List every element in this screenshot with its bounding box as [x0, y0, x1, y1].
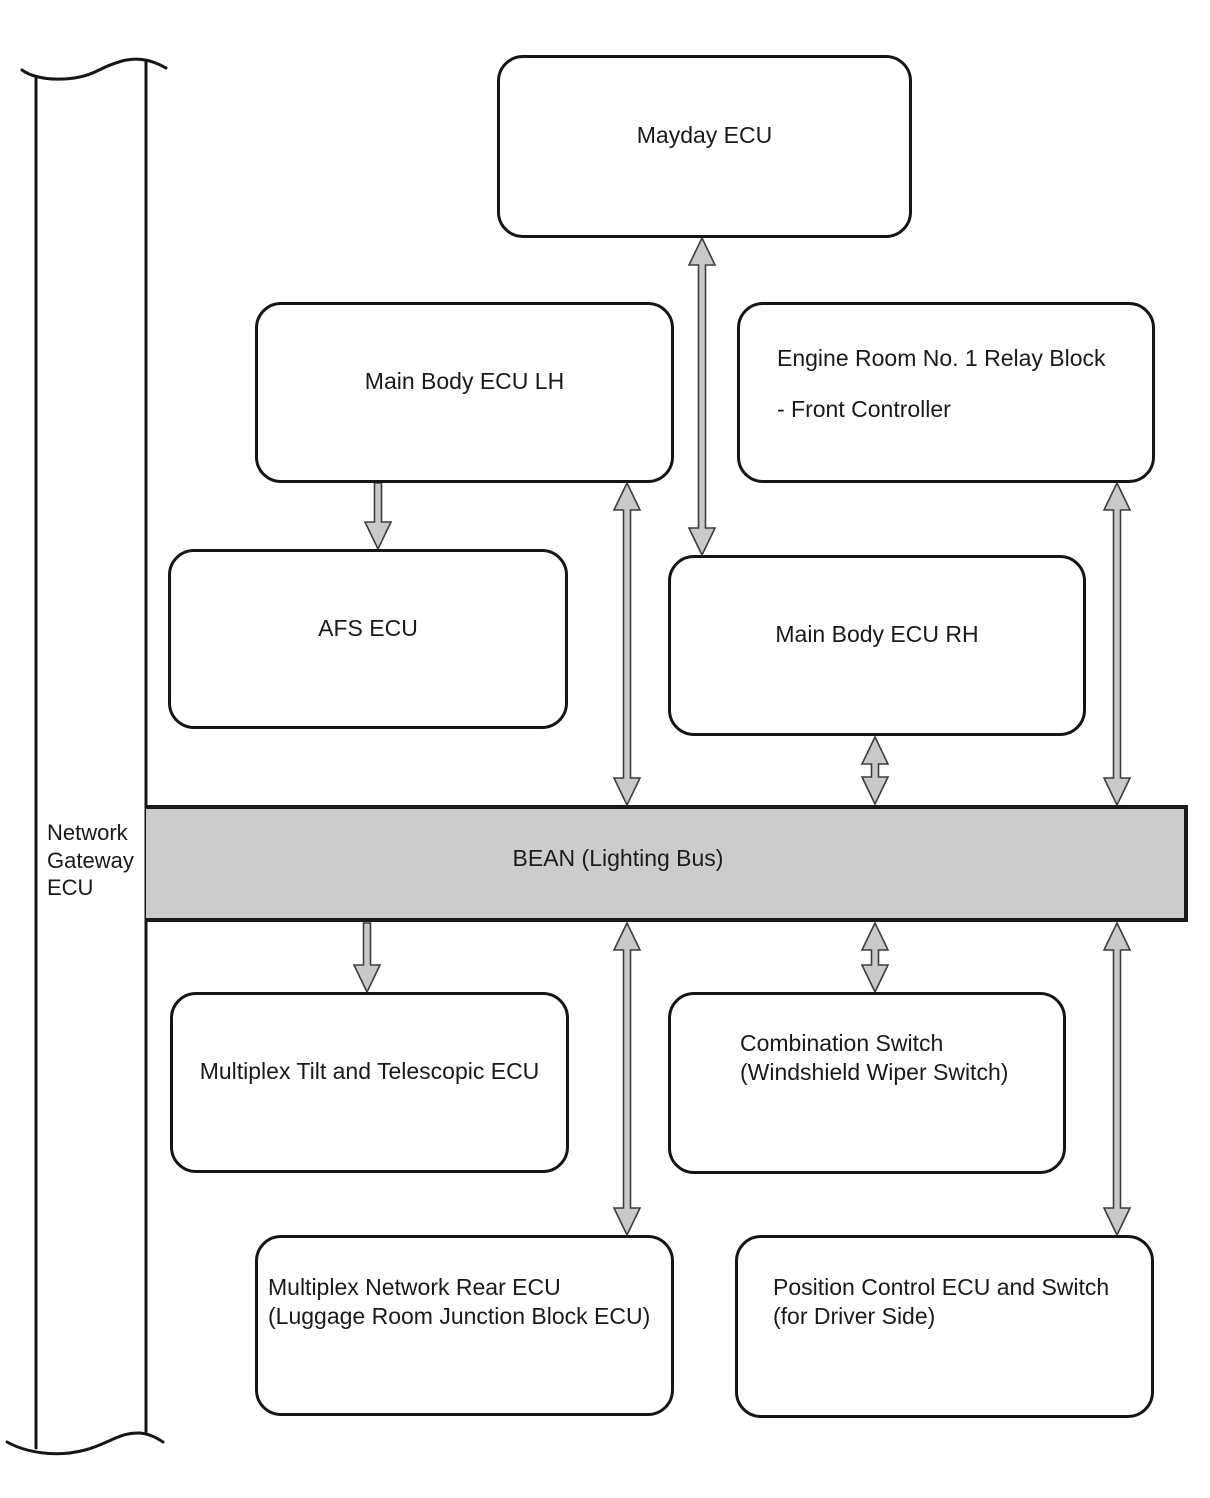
node-label: Main Body ECU LH [364, 368, 565, 394]
gateway-bar-torn-bottom [5, 1431, 165, 1456]
gateway-bar-torn-top [20, 57, 168, 81]
arrow-bus-to-position-control [1102, 921, 1132, 1237]
node-afs-ecu: AFS ECU [168, 549, 568, 729]
node-main-body-ecu-rh: Main Body ECU RH [668, 555, 1086, 736]
arrow-bus-to-multiplex-rear [612, 921, 642, 1237]
node-position-control-ecu-switch: Position Control ECU and Switch (for Dri… [735, 1235, 1154, 1418]
node-label-line2: (Windshield Wiper Switch) [740, 1059, 1009, 1085]
arrow-bus-to-combination-switch [860, 921, 890, 994]
bus-label: BEAN (Lighting Bus) [512, 845, 724, 871]
node-label: Multiplex Tilt and Telescopic ECU [199, 1058, 540, 1084]
network-gateway-ecu-label: Network Gateway ECU [47, 820, 134, 900]
node-main-body-ecu-lh: Main Body ECU LH [255, 302, 674, 483]
arrow-engine-room-to-bus [1102, 481, 1132, 807]
arrow-lh-to-afs [363, 482, 393, 551]
node-label-line2: - Front Controller [777, 396, 951, 422]
node-label-line1: Engine Room No. 1 Relay Block [777, 345, 1106, 371]
arrow-lh-to-bus [612, 481, 642, 807]
arrow-rh-to-bus [860, 735, 890, 806]
node-multiplex-tilt-telescopic-ecu: Multiplex Tilt and Telescopic ECU [170, 992, 569, 1173]
node-label: Mayday ECU [636, 122, 773, 148]
arrow-bus-to-multiplex-tilt [352, 922, 382, 994]
node-combination-switch: Combination Switch (Windshield Wiper Swi… [668, 992, 1066, 1174]
node-multiplex-network-rear-ecu: Multiplex Network Rear ECU (Luggage Room… [255, 1235, 674, 1416]
node-engine-room-no1-relay-block: Engine Room No. 1 Relay Block - Front Co… [737, 302, 1155, 483]
node-label-line1: Position Control ECU and Switch [773, 1274, 1110, 1300]
node-mayday-ecu: Mayday ECU [497, 55, 912, 238]
bean-lighting-bus: BEAN (Lighting Bus) [146, 805, 1188, 922]
node-label-line1: Combination Switch [740, 1030, 944, 1056]
node-label-line2: (Luggage Room Junction Block ECU) [268, 1303, 651, 1329]
node-label: Main Body ECU RH [775, 621, 979, 647]
arrow-mayday-to-rh [687, 236, 717, 557]
network-gateway-bar [5, 57, 168, 1456]
node-label-line1: Multiplex Network Rear ECU [268, 1274, 561, 1300]
node-label: AFS ECU [318, 614, 418, 641]
node-label-line2: (for Driver Side) [773, 1303, 936, 1329]
